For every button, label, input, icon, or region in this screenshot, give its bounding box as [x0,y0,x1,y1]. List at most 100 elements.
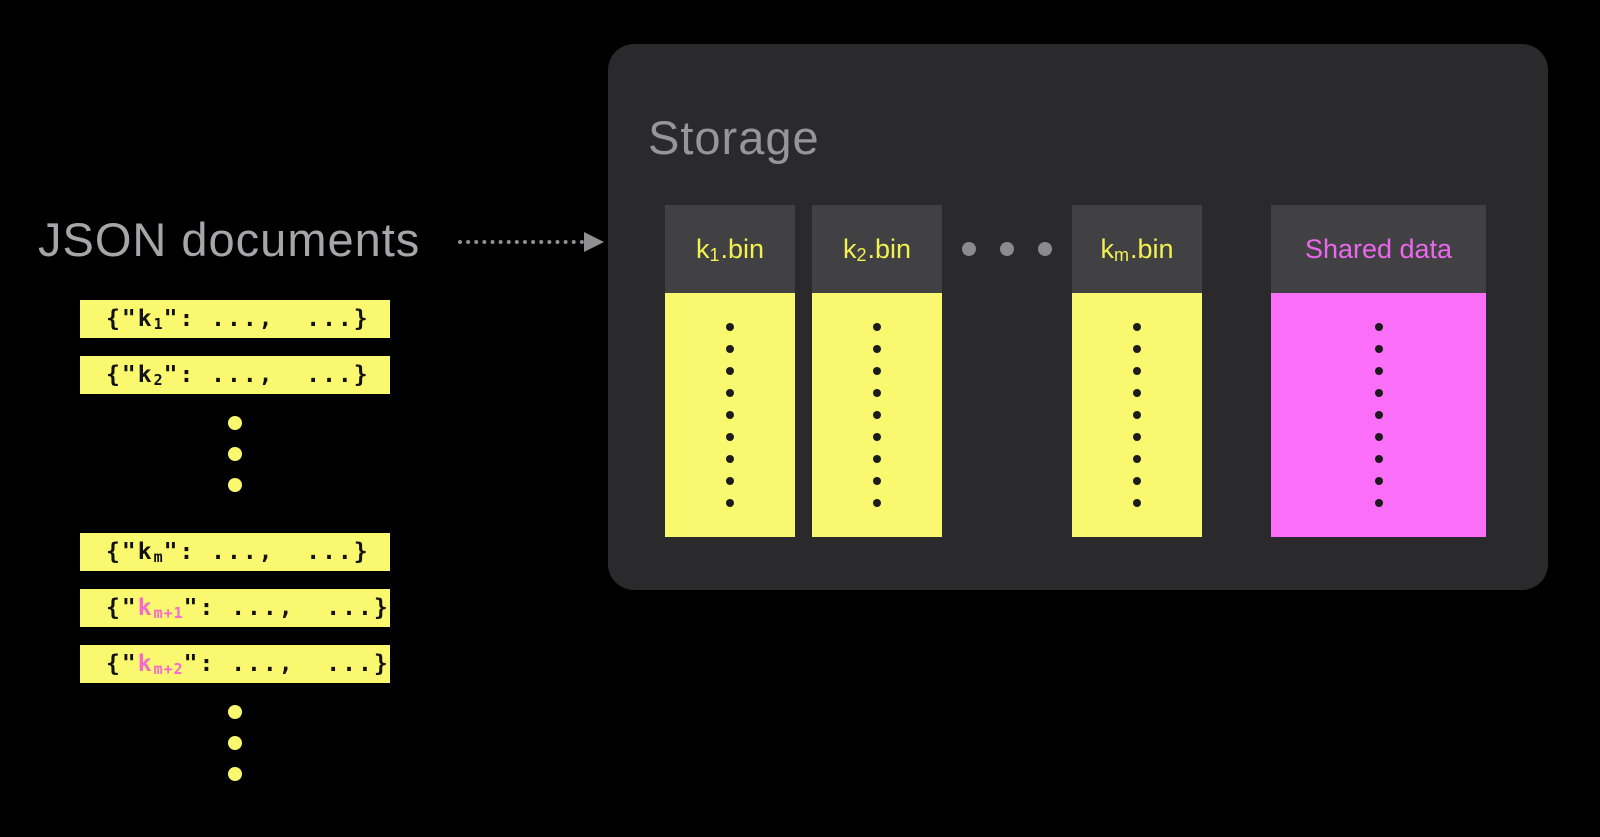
data-dot [873,499,881,507]
json-document-row: {"k2": ..., ...} [80,356,390,394]
json-document-row: {"k1": ..., ...} [80,300,390,338]
bin-filename-label: k1.bin [696,234,764,265]
bin-filename-label: km.bin [1100,234,1173,265]
storage-title: Storage [648,111,820,164]
vertical-ellipsis [80,705,390,781]
ellipsis-dot [228,736,242,750]
ellipsis-dot [228,705,242,719]
bin-suffix-text: .bin [867,233,912,264]
data-dot [1133,323,1141,331]
data-dot [1374,499,1383,507]
data-dot [1133,367,1141,375]
data-dot [726,323,734,331]
ellipsis-dot [1000,242,1014,256]
data-dot [726,433,734,441]
bin-header: k1.bin [665,205,795,293]
doc-key-subscript: 2 [153,371,164,390]
data-dot [726,411,734,419]
bin-body [665,293,795,537]
doc-open-text: {" [106,539,138,565]
horizontal-ellipsis [942,205,1072,293]
doc-key-subscript: m+1 [153,604,184,623]
ellipsis-dot [228,416,242,430]
data-dot [873,455,881,463]
doc-key-text: k2 [137,362,164,390]
json-documents-label: JSON documents [38,213,421,266]
data-dot [1133,411,1141,419]
shared-body [1271,293,1486,537]
doc-key-text: k1 [137,306,164,334]
json-document-row: {"km+2": ..., ...} [80,645,390,683]
bin-key-text: k [1100,233,1114,264]
data-dot [873,389,881,397]
data-dot [873,367,881,375]
doc-close-text: ": ..., ...} [163,362,370,388]
doc-open-text: {" [106,362,138,388]
doc-rows: {"k1": ..., ...}{"k2": ..., ...}{"km": .… [80,300,390,781]
bin-header: km.bin [1072,205,1202,293]
bin-header: k2.bin [812,205,942,293]
ellipsis-dot [228,447,242,461]
data-dot [1374,345,1383,353]
bin-key-subscript: 1 [709,244,721,265]
vertical-ellipsis [80,416,390,492]
bin-key-text: k [842,233,857,264]
data-dot [1374,455,1383,463]
bin-key-subscript: m [1113,244,1130,265]
bin-suffix-text: .bin [720,233,765,264]
bin-column: k1.bin [665,205,795,537]
ellipsis-dot [962,242,976,256]
data-dot [873,477,881,485]
bin-column: km.bin [1072,205,1202,537]
data-dot [726,389,734,397]
doc-close-text: ": ..., ...} [163,539,370,565]
bin-suffix-text: .bin [1129,233,1174,264]
data-dot [1133,499,1141,507]
data-dot [726,477,734,485]
shared-data-label: Shared data [1304,233,1453,264]
shared-data-column: Shared data [1271,205,1486,537]
data-dot [1374,389,1383,397]
json-document-row: {"km+1": ..., ...} [80,589,390,627]
arrow-head-icon [584,232,604,252]
data-dot [1133,477,1141,485]
bin-body [812,293,942,537]
ellipsis-dot [1038,242,1052,256]
data-dot [1133,433,1141,441]
doc-close-text: ": ..., ...} [163,306,370,332]
data-dot [873,411,881,419]
data-dot [1133,455,1141,463]
doc-key-subscript: m+2 [153,660,184,679]
ellipsis-dot [228,767,242,781]
data-dot [726,499,734,507]
data-dot [1374,433,1383,441]
bin-column: k2.bin [812,205,942,537]
doc-open-text: {" [106,651,138,677]
data-dot [1374,323,1383,331]
data-dot [1374,367,1383,375]
data-dot [1133,389,1141,397]
doc-key-text: km+2 [137,651,184,679]
json-document-row: {"km": ..., ...} [80,533,390,571]
bin-body [1072,293,1202,537]
shared-header: Shared data [1271,205,1486,293]
data-dot [873,433,881,441]
data-dot [873,323,881,331]
doc-key-text: km+1 [137,595,184,623]
bin-key-subscript: 2 [856,244,868,265]
bin-key-text: k [695,233,710,264]
data-dot [1374,477,1383,485]
doc-open-text: {" [106,595,138,621]
doc-close-text: ": ..., ...} [183,651,390,677]
data-dot [726,345,734,353]
doc-key-text: km [137,539,164,567]
data-dot [726,367,734,375]
doc-close-text: ": ..., ...} [183,595,390,621]
doc-key-subscript: 1 [153,315,164,334]
ellipsis-dot [228,478,242,492]
arrow-dotted-line [458,240,584,244]
bin-filename-label: k2.bin [843,234,911,265]
doc-open-text: {" [106,306,138,332]
